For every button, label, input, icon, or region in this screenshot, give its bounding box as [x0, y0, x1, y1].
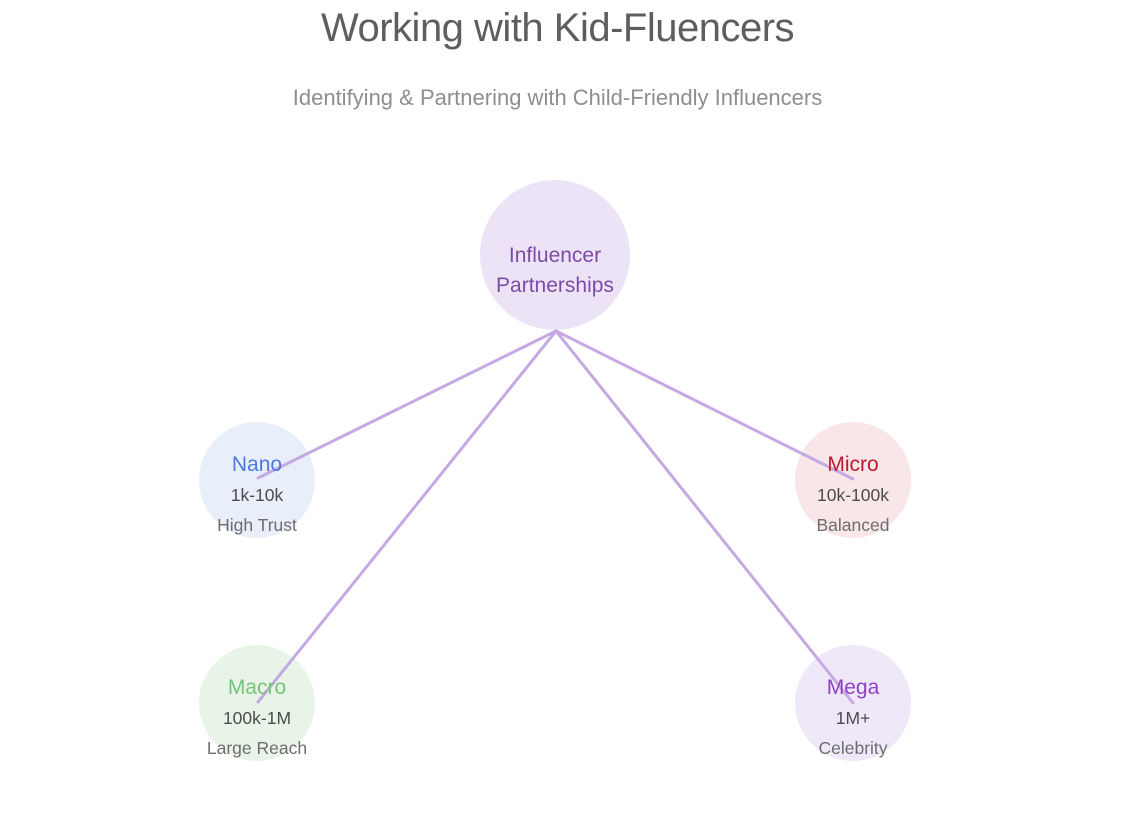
- mega-node-range: 1M+: [836, 708, 871, 728]
- nano-node-range: 1k-10k: [231, 485, 284, 505]
- mega-node-label: Mega: [827, 676, 880, 699]
- root-node-label-line1: Influencer: [509, 244, 601, 267]
- node-circle-nano: [199, 422, 315, 538]
- micro-node-desc: Balanced: [817, 515, 890, 535]
- page-title: Working with Kid-Fluencers: [320, 6, 795, 50]
- edge-root-micro: [554, 329, 855, 481]
- nano-node-desc: High Trust: [217, 515, 297, 535]
- root-node-label-line2: Partnerships: [496, 274, 614, 297]
- micro-node-label: Micro: [827, 453, 878, 476]
- node-circle-influencer-partnerships: [480, 180, 630, 330]
- nano-node-label: Nano: [232, 453, 282, 476]
- micro-node-range: 10k-100k: [817, 485, 889, 505]
- macro-node-label: Macro: [228, 676, 286, 699]
- edge-root-nano: [256, 329, 558, 480]
- page-subtitle: Identifying & Partnering with Child-Frie…: [292, 85, 823, 110]
- edge-root-macro: [256, 329, 558, 704]
- mega-node-desc: Celebrity: [818, 738, 887, 758]
- macro-node-desc: Large Reach: [207, 738, 307, 758]
- edge-root-mega: [554, 329, 855, 705]
- macro-node-range: 100k-1M: [223, 708, 291, 728]
